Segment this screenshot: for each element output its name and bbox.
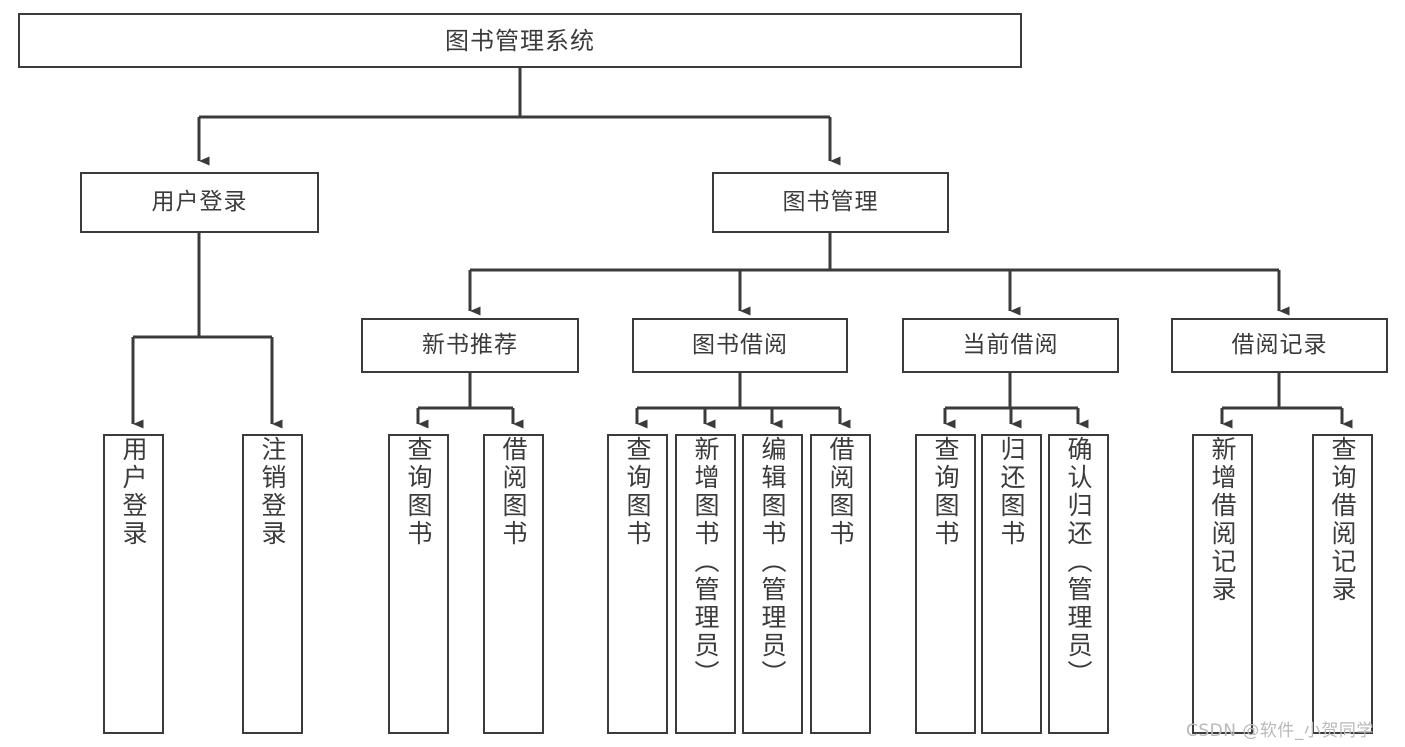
node-label: 图书管理 <box>782 189 879 215</box>
node-leaf-query-book-1[interactable]: 查询图书 <box>388 434 449 734</box>
node-label: 查询图书 <box>931 436 960 548</box>
node-current-borrow[interactable]: 当前借阅 <box>902 318 1119 373</box>
node-leaf-query-book-3[interactable]: 查询图书 <box>915 434 976 734</box>
node-leaf-user-login[interactable]: 用户登录 <box>103 434 164 734</box>
node-label: 查询借阅记录 <box>1328 436 1357 604</box>
node-leaf-logout[interactable]: 注销登录 <box>242 434 303 734</box>
node-label: 查询图书 <box>404 436 433 548</box>
node-label: 查询图书 <box>623 436 652 548</box>
node-leaf-borrow-book-1[interactable]: 借阅图书 <box>483 434 544 734</box>
node-borrow-record[interactable]: 借阅记录 <box>1171 318 1388 373</box>
node-label: 当前借阅 <box>962 332 1059 358</box>
node-root-book-management-system[interactable]: 图书管理系统 <box>18 13 1022 68</box>
node-label: 注销登录 <box>258 436 287 548</box>
node-book-borrow[interactable]: 图书借阅 <box>632 318 848 373</box>
node-leaf-add-book[interactable]: 新增图书（管理员） <box>675 434 736 734</box>
node-user-login[interactable]: 用户登录 <box>80 172 319 233</box>
node-label: 图书管理系统 <box>445 26 595 55</box>
node-label: 新书推荐 <box>422 332 518 358</box>
node-label: 图书借阅 <box>692 332 788 358</box>
node-leaf-add-record[interactable]: 新增借阅记录 <box>1192 434 1253 734</box>
node-leaf-borrow-book-2[interactable]: 借阅图书 <box>810 434 871 734</box>
node-leaf-confirm-return[interactable]: 确认归还（管理员） <box>1048 434 1109 734</box>
csdn-watermark: CSDN @软件_小贺同学 <box>1186 721 1374 741</box>
node-label: 编辑图书（管理员） <box>758 436 787 688</box>
node-label: 用户登录 <box>151 189 248 215</box>
node-leaf-edit-book[interactable]: 编辑图书（管理员） <box>742 434 803 734</box>
node-leaf-query-record[interactable]: 查询借阅记录 <box>1312 434 1373 734</box>
node-label: 确认归还（管理员） <box>1064 436 1093 688</box>
node-label: 新增图书（管理员） <box>691 436 720 688</box>
node-label: 用户登录 <box>119 436 148 548</box>
node-label: 借阅记录 <box>1231 332 1328 358</box>
node-label: 新增借阅记录 <box>1208 436 1237 604</box>
node-label: 归还图书 <box>997 436 1026 548</box>
node-leaf-return-book[interactable]: 归还图书 <box>981 434 1042 734</box>
node-leaf-query-book-2[interactable]: 查询图书 <box>607 434 668 734</box>
node-label: 借阅图书 <box>826 436 855 548</box>
node-label: 借阅图书 <box>499 436 528 548</box>
node-new-book-recommend[interactable]: 新书推荐 <box>361 318 579 373</box>
node-book-manage[interactable]: 图书管理 <box>712 172 949 233</box>
